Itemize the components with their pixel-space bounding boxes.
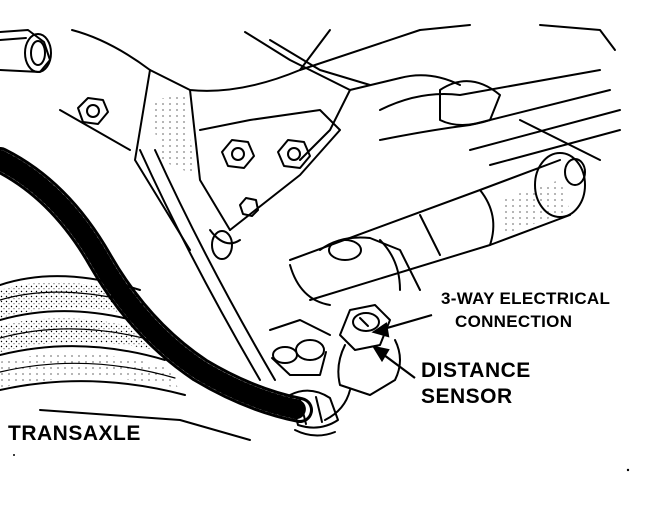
harness-clip: [289, 389, 339, 437]
suspension-link: [379, 69, 621, 166]
bolt-center-right: [277, 139, 311, 169]
transaxle-case-outline: [59, 24, 616, 251]
bolt-left: [77, 97, 109, 125]
scan-specks: [13, 454, 630, 472]
pipe-fitting: [0, 29, 52, 73]
label-transaxle: TRANSAXLE: [8, 422, 141, 445]
label-electrical-line1: 3-WAY ELECTRICAL: [441, 289, 610, 308]
bolt-small: [239, 197, 259, 217]
sensor-studs: [271, 339, 327, 376]
drive-shaft: [289, 152, 586, 301]
distance-sensor: [324, 304, 401, 421]
stipple-shading: [0, 95, 570, 388]
leader-lines: [371, 313, 433, 379]
panel-edge: [139, 149, 276, 381]
label-sensor-line1: DISTANCE: [421, 359, 531, 382]
bolt-center-left: [221, 139, 255, 169]
mounting-bracket: [199, 109, 341, 260]
label-sensor-line2: SENSOR: [421, 385, 513, 408]
cv-joint-housing: [269, 236, 421, 336]
label-electrical-line2: CONNECTION: [455, 312, 572, 331]
